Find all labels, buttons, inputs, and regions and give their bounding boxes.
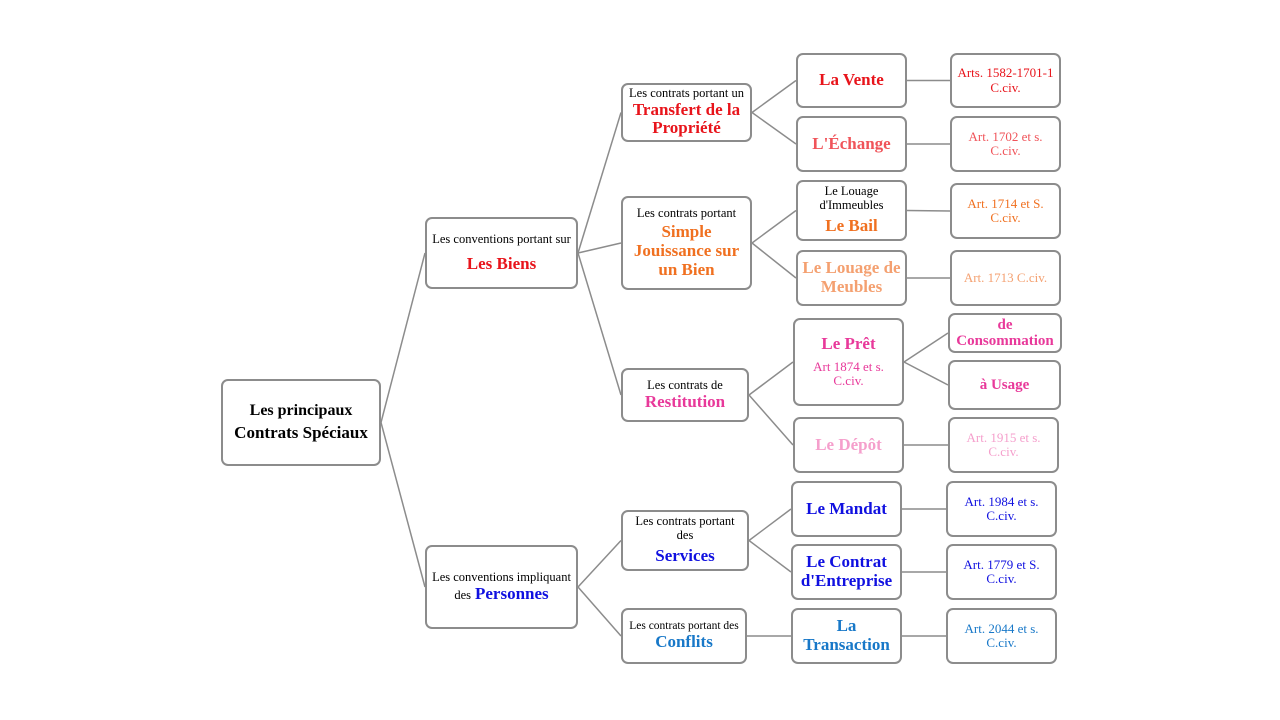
jouissance-title: Simple Jouissance sur un Bien <box>633 222 740 279</box>
connector-jouissance-bail <box>751 209 797 244</box>
conflits-title: Conflits <box>655 631 713 651</box>
bail-prefix: Le Louage d'Immeubles <box>819 183 884 212</box>
entreprise-title: Le Contrat d'Entreprise <box>800 552 893 590</box>
connector-biens-transfert <box>577 112 622 254</box>
node-pret: Le Prêt Art 1874 et s. C.civ. <box>793 318 904 406</box>
connector-personnes-conflits <box>577 586 622 637</box>
jouissance-prefix: Les contrats portant <box>636 205 737 220</box>
art-echange-text: Art. 1702 et s. C.civ. <box>968 128 1043 158</box>
pret-consommation: de Consommation <box>948 313 1062 353</box>
art-entreprise: Art. 1779 et S. C.civ. <box>946 544 1057 600</box>
connector-biens-jouissance <box>577 242 622 254</box>
personnes-title: Personnes <box>475 583 549 603</box>
art-transaction: Art. 2044 et s. C.civ. <box>946 608 1057 664</box>
art-vente-text: Arts. 1582-1701-1 C.civ. <box>957 65 1054 95</box>
personnes-prefix2: des <box>454 587 471 602</box>
restitution-title: Restitution <box>644 391 726 411</box>
pret-art: Art 1874 et s. C.civ. <box>813 359 884 389</box>
node-entreprise: Le Contrat d'Entreprise <box>791 544 902 600</box>
meubles-title: Le Louage de Meubles <box>802 258 901 296</box>
node-mandat: Le Mandat <box>791 481 902 537</box>
connector-services-mandat <box>748 508 792 542</box>
node-transaction: La Transaction <box>791 608 902 664</box>
node-jouissance: Les contrats portant Simple Jouissance s… <box>621 196 752 290</box>
root-line2: Contrats Spéciaux <box>234 423 368 443</box>
art-echange: Art. 1702 et s. C.civ. <box>950 116 1061 172</box>
connector-transfert-echange <box>751 111 797 145</box>
connector-transfert-vente <box>751 79 797 114</box>
root-node: Les principaux Contrats Spéciaux <box>221 379 381 466</box>
node-transfert: Les contrats portant un Transfert de la … <box>621 83 752 142</box>
biens-title: Les Biens <box>466 253 537 273</box>
connector-pret-a-conso <box>903 332 949 363</box>
node-vente: La Vente <box>796 53 907 108</box>
node-echange: L'Échange <box>796 116 907 172</box>
pret-consommation-text: de Consommation <box>956 316 1054 350</box>
connector-root-personnes <box>380 422 426 588</box>
services-title: Services <box>655 545 715 565</box>
services-prefix: Les contrats portant des <box>635 514 735 543</box>
art-bail-text: Art. 1714 et S. C.civ. <box>967 195 1044 225</box>
art-entreprise-text: Art. 1779 et S. C.civ. <box>963 556 1040 586</box>
transaction-title: La Transaction <box>803 616 890 654</box>
root-line1: Les principaux <box>249 401 353 419</box>
connector-jouissance-meubles <box>751 242 797 279</box>
art-mandat-text: Art. 1984 et s. C.civ. <box>964 493 1039 523</box>
art-meubles-text: Art. 1713 C.civ. <box>963 269 1048 285</box>
connector-pret-a-usage <box>903 361 949 386</box>
art-mandat: Art. 1984 et s. C.civ. <box>946 481 1057 537</box>
transfert-prefix: Les contrats portant un <box>629 85 744 100</box>
pret-usage-text: à Usage <box>979 376 1030 393</box>
pret-usage: à Usage <box>948 360 1061 410</box>
transfert-title: Transfert de la Propriété <box>632 99 741 138</box>
node-conflits: Les contrats portant des Conflits <box>621 608 747 664</box>
connector-biens-restitution <box>577 252 622 396</box>
pret-title: Le Prêt <box>821 334 876 354</box>
node-biens: Les conventions portant sur Les Biens <box>425 217 578 289</box>
restitution-prefix: Les contrats de <box>647 377 723 392</box>
mandat-title: Le Mandat <box>806 498 887 518</box>
conflits-prefix: Les contrats portant des <box>629 620 739 633</box>
node-bail: Le Louage d'Immeubles Le Bail <box>796 180 907 241</box>
connector-restitution-pret <box>748 361 794 396</box>
connector-root-biens <box>380 252 426 423</box>
connector-bail-a-bail <box>906 209 951 212</box>
node-depot: Le Dépôt <box>793 417 904 473</box>
bail-title: Le Bail <box>825 216 878 236</box>
art-meubles: Art. 1713 C.civ. <box>950 250 1061 306</box>
connector-restitution-depot <box>748 394 794 446</box>
art-vente: Arts. 1582-1701-1 C.civ. <box>950 53 1061 108</box>
node-personnes: Les conventions impliquant des Personnes <box>425 545 578 629</box>
art-transaction-text: Art. 2044 et s. C.civ. <box>964 620 1039 650</box>
connector-services-entreprise <box>748 539 792 573</box>
art-bail: Art. 1714 et S. C.civ. <box>950 183 1061 239</box>
node-restitution: Les contrats de Restitution <box>621 368 749 422</box>
node-services: Les contrats portant des Services <box>621 510 749 571</box>
art-depot: Art. 1915 et s. C.civ. <box>948 417 1059 473</box>
vente-title: La Vente <box>819 70 884 90</box>
personnes-prefix: Les conventions impliquant <box>432 569 571 584</box>
art-depot-text: Art. 1915 et s. C.civ. <box>966 429 1041 459</box>
node-meubles: Le Louage de Meubles <box>796 250 907 306</box>
depot-title: Le Dépôt <box>815 434 882 454</box>
biens-prefix: Les conventions portant sur <box>432 231 571 246</box>
connector-personnes-services <box>577 539 622 588</box>
echange-title: L'Échange <box>812 133 891 153</box>
